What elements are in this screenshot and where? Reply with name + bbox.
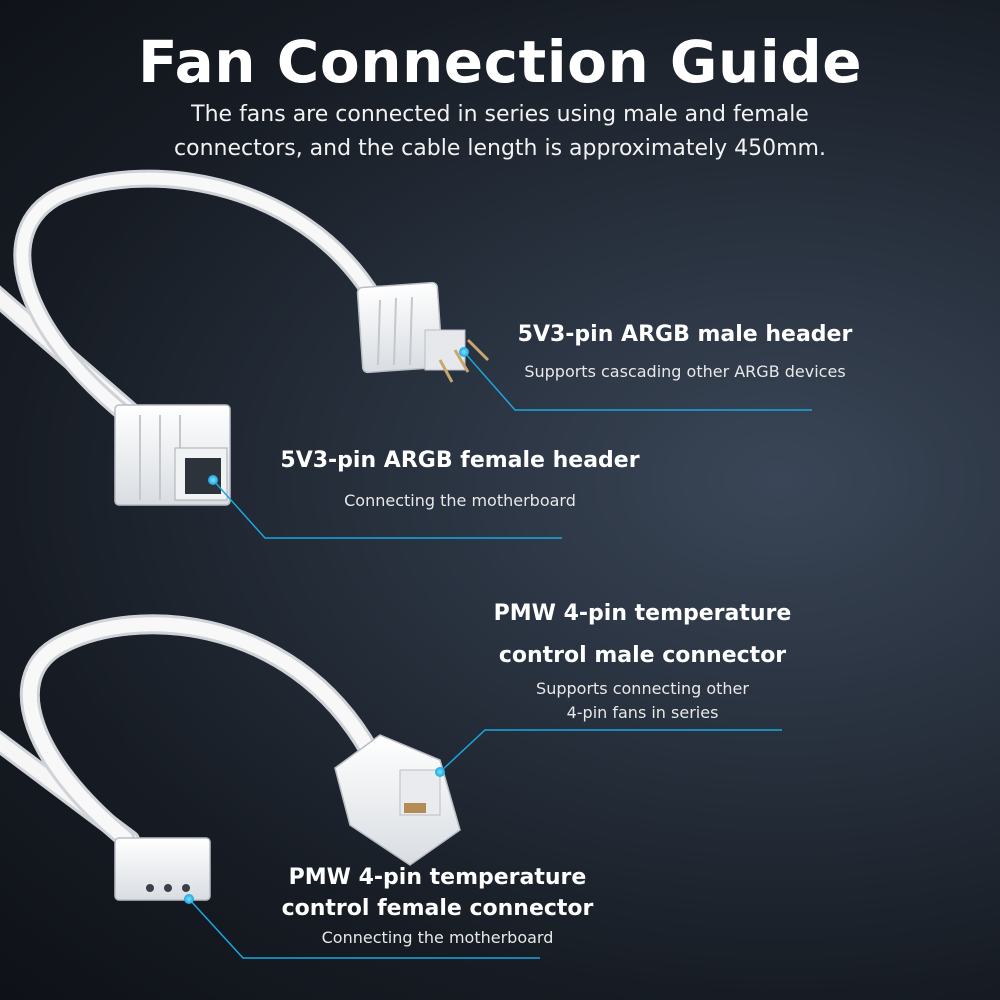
argb-male-header-shape	[356, 281, 490, 383]
callout-lines	[188, 351, 812, 959]
pwm-female-connector-shape	[114, 837, 211, 901]
pwm-cable	[0, 614, 380, 850]
argb-female-header-shape	[114, 404, 231, 506]
page-subtitle: The fans are connected in series using m…	[174, 102, 826, 161]
pwm-male-title-line1: PMW 4-pin temperature	[493, 601, 792, 626]
pwm-male-title-line2: control male connector	[498, 643, 787, 668]
callout-dots	[184, 347, 469, 904]
argb-cable	[0, 169, 384, 430]
pwm-male-description-line2: 4-pin fans in series	[566, 703, 719, 722]
pwm-male-description-line1: Supports connecting other	[536, 679, 749, 698]
pwm-male-connector-shape	[334, 734, 461, 866]
pwm-female-title-line1: PMW 4-pin temperature	[288, 865, 587, 890]
argb-female-title: 5V3-pin ARGB female header	[280, 448, 640, 473]
argb-male-title: 5V3-pin ARGB male header	[517, 322, 853, 347]
argb-male-description: Supports cascading other ARGB devices	[524, 362, 846, 381]
page-title: Fan Connection Guide	[137, 28, 863, 96]
pwm-female-title-line2: control female connector	[281, 896, 594, 921]
argb-female-description: Connecting the motherboard	[344, 491, 576, 510]
pwm-female-description: Connecting the motherboard	[321, 928, 554, 947]
